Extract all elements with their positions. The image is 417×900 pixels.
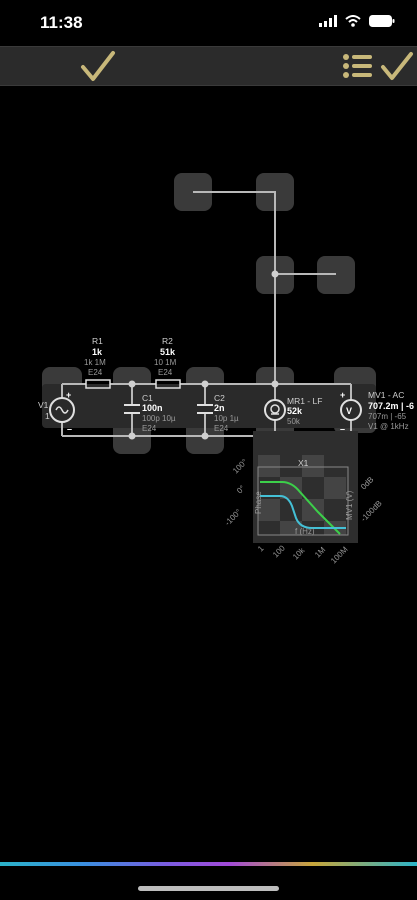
c2-series: E24: [214, 424, 229, 433]
toolbar: [0, 46, 417, 86]
mr1-name: MR1 - LF: [287, 396, 322, 406]
mr1-value2: 50k: [287, 417, 301, 426]
spectrum-bar: [0, 862, 417, 866]
capacitor-c2[interactable]: [197, 404, 213, 414]
svg-text:V: V: [346, 406, 352, 416]
capacitor-c1[interactable]: [124, 404, 140, 414]
bode-x-tick: 1: [256, 544, 266, 554]
bode-x-tick: 10k: [291, 545, 307, 561]
bode-right-tick: 0dB: [359, 475, 375, 491]
c1-series: E24: [142, 424, 157, 433]
c2-range: 10p 1µ: [214, 414, 239, 423]
svg-text:–: –: [67, 424, 72, 434]
v1-name: V1: [38, 400, 49, 410]
voltage-source-v1[interactable]: + –: [49, 390, 75, 434]
svg-text:–: –: [340, 424, 345, 434]
bode-x-axis-label: f (Hz): [295, 527, 315, 536]
bode-left-axis-label: Phase: [254, 491, 263, 514]
battery-icon: [369, 14, 395, 32]
status-icons: [319, 14, 395, 32]
wifi-icon: [345, 14, 361, 32]
mr1-value: 52k: [287, 406, 303, 416]
bode-title: X1: [298, 458, 309, 468]
r2-name: R2: [162, 336, 173, 346]
resistor-r2[interactable]: [155, 379, 181, 389]
signal-icon: [319, 14, 337, 32]
phase-curve: [260, 495, 346, 529]
bode-left-tick: -100°: [223, 507, 243, 527]
c1-range: 100p 10µ: [142, 414, 176, 423]
c2-name: C2: [214, 393, 225, 403]
bode-right-axis-label: MV1 (V): [345, 490, 354, 520]
mv1-name: MV1 - AC: [368, 390, 404, 400]
mv1-note: V1 @ 1kHz: [368, 422, 409, 431]
meter-mr1[interactable]: [264, 399, 286, 421]
bode-right-tick: -100dB: [359, 499, 384, 524]
svg-text:+: +: [340, 390, 345, 400]
r2-series: E24: [158, 368, 173, 377]
list-button[interactable]: [340, 47, 376, 85]
bode-x-tick: 100M: [329, 545, 350, 566]
svg-text:+: +: [66, 390, 71, 400]
magnitude-curve: [260, 481, 341, 535]
resistor-r1[interactable]: [85, 379, 111, 389]
bode-left-tick: 0°: [235, 484, 247, 496]
checkmark-icon: [381, 52, 413, 80]
r1-name: R1: [92, 336, 103, 346]
confirm-button[interactable]: [76, 47, 120, 85]
c2-value: 2n: [214, 403, 225, 413]
mv1-value: 707.2m | -6: [368, 401, 414, 411]
r2-value: 51k: [160, 347, 176, 357]
bode-left-tick: 100°: [231, 457, 249, 475]
status-bar: 11:38: [0, 0, 417, 46]
home-indicator[interactable]: [138, 886, 279, 891]
checkmark-icon: [81, 51, 115, 81]
done-button[interactable]: [378, 47, 416, 85]
v1-value: 1: [45, 411, 50, 421]
mv1-value2: 707m | -65: [368, 412, 407, 421]
c1-name: C1: [142, 393, 153, 403]
r1-range: 1k 1M: [84, 358, 106, 367]
bode-plot[interactable]: X1 Phase MV1 (V) f (Hz) 100° 0° -100° 0d…: [223, 431, 384, 565]
r1-value: 1k: [92, 347, 103, 357]
list-icon: [343, 54, 372, 78]
c1-value: 100n: [142, 403, 163, 413]
bode-x-tick: 1M: [313, 545, 327, 559]
bode-x-tick: 100: [271, 543, 287, 559]
r1-series: E24: [88, 368, 103, 377]
r2-range: 10 1M: [154, 358, 177, 367]
voltmeter-mv1[interactable]: V + –: [340, 390, 362, 434]
status-time: 11:38: [40, 13, 83, 32]
